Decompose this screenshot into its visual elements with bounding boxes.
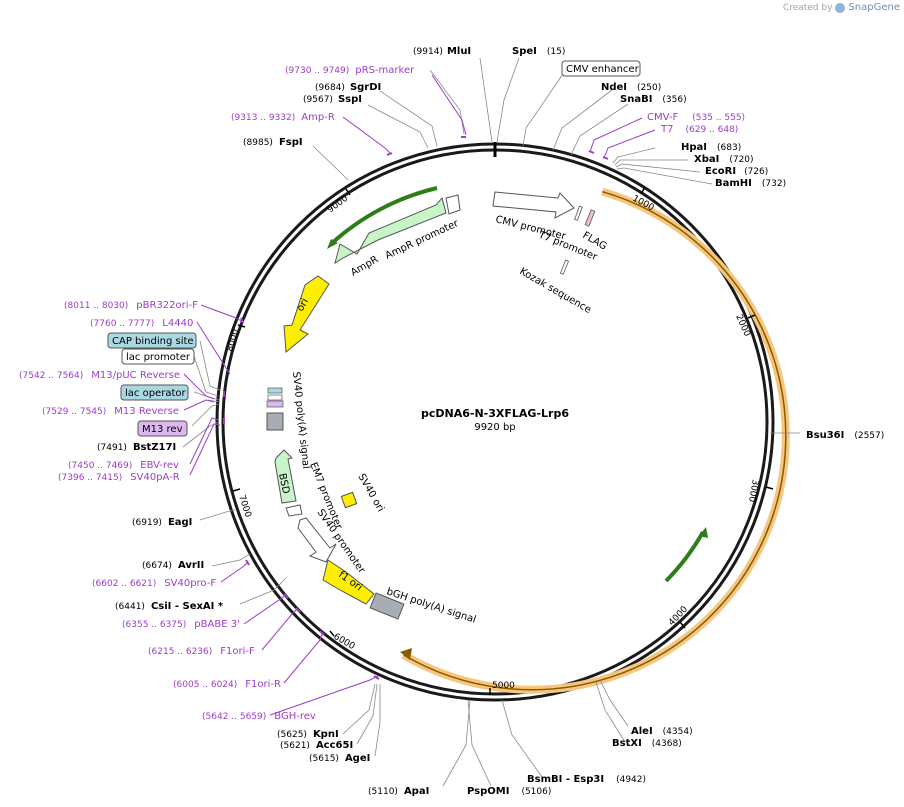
- insert-orf-arrowhead: [699, 527, 708, 538]
- primer-cmv-f: CMV-F(535 .. 555): [647, 112, 745, 123]
- sv40-ori-block: [340, 491, 358, 509]
- enzyme-ndei: NdeI(250): [601, 82, 661, 93]
- primer-ebv-rev: (7450 .. 7469)EBV-rev: [68, 460, 179, 471]
- ampr-orf-arrow: [329, 186, 438, 246]
- enzyme-snabi: SnaBI(356): [620, 94, 687, 105]
- m13-rev-label: M13 rev: [142, 424, 183, 435]
- sv40-promoter-arrow: [297, 517, 337, 563]
- primer-bgh-rev: (5642 .. 5659)BGH-rev: [202, 711, 316, 722]
- enzyme-bamhi: BamHI(732): [715, 178, 786, 189]
- primer-f1ori-f: (6215 .. 6236)F1ori-F: [148, 646, 255, 657]
- primer-prs-marker: (9730 .. 9749)pRS-marker: [285, 65, 415, 76]
- tick-marks: [232, 186, 774, 695]
- cmv-promoter-arrow: [492, 191, 575, 219]
- lac-promoter-mark: [267, 394, 283, 401]
- cmv-enhancer-label: CMV enhancer: [566, 64, 640, 75]
- enzyme-csii-sexai: (6441)CsiI - SexAI *: [115, 601, 224, 612]
- primer-m13-puc-reverse: (7542 .. 7564)M13/pUC Reverse: [19, 370, 180, 381]
- bgh-polya-block: [369, 592, 405, 620]
- feature-ampr: AmpR: [349, 254, 380, 278]
- enzyme-xbai: XbaI(720): [694, 154, 754, 165]
- enzyme-spei: SpeI(15): [512, 46, 565, 57]
- tick-label-5000: 5000: [492, 681, 515, 691]
- tick-label-3000: 3000: [746, 478, 760, 503]
- enzyme-mlui: (9914)MluI: [413, 46, 471, 57]
- m13-rev-mark: [266, 400, 284, 408]
- enzyme-apai: (5110)ApaI: [368, 786, 429, 797]
- em7-promoter-arrow: [285, 504, 303, 517]
- kozak-mark: [559, 259, 569, 275]
- feature-bsd: BSD: [276, 472, 291, 495]
- tick-label-8000: 8000: [225, 328, 241, 353]
- feature-sv40-polya: SV40 poly(A) signal: [290, 371, 311, 469]
- enzyme-agei: (5615)AgeI: [309, 753, 370, 764]
- feature-kozak: Kozak sequence: [518, 266, 593, 316]
- enzyme-fspi: (8985)FspI: [243, 137, 303, 148]
- insert-arrowhead: [400, 648, 412, 660]
- ampr-orf-arrowhead: [327, 239, 338, 249]
- cap-binding-site-box: [107, 332, 197, 349]
- snapgene-brand: SnapGene: [848, 2, 900, 13]
- lac-operator-box: [120, 384, 189, 401]
- cap-binding-site-label: CAP binding site: [112, 336, 194, 347]
- insert-orf-arrow: [664, 531, 705, 583]
- plasmid-size: 9920 bp: [474, 422, 515, 433]
- enzyme-sspi: (9567)SspI: [303, 94, 362, 105]
- enzyme-sgrdi: (9684)SgrDI: [315, 82, 381, 93]
- snapgene-logo-icon: [835, 2, 846, 13]
- flag-mark: [584, 209, 596, 227]
- enzyme-alei: AleI(4354): [631, 726, 693, 737]
- enzyme-bstxi: BstXI(4368): [612, 738, 682, 749]
- ori-arrow: [283, 275, 330, 353]
- f1-ori-arrow: [322, 559, 375, 605]
- enzyme-eagi: (6919)EagI: [132, 517, 192, 528]
- primer-f1ori-r: (6005 .. 6024)F1ori-R: [173, 679, 281, 690]
- enzyme-kpni: (5625)KpnI: [277, 729, 339, 740]
- enzyme-bstz17i: (7491)BstZ17I: [97, 442, 176, 453]
- lac-promoter-box: [121, 348, 195, 365]
- plasmid-name: pcDNA6-N-3XFLAG-Lrp6: [421, 407, 569, 420]
- enzyme-acc65i: (5621)Acc65I: [280, 740, 353, 751]
- sv40-polya-block: [266, 412, 284, 431]
- t7-promoter-mark: [574, 205, 583, 221]
- primer-pbabe-3: (6355 .. 6375)pBABE 3': [122, 619, 240, 630]
- lac-promoter-label: lac promoter: [126, 352, 191, 363]
- ampr-promoter-arrow: [445, 194, 461, 215]
- primer-sv40pro-f: (6602 .. 6621)SV40pro-F: [92, 578, 216, 589]
- primer-amp-r: (9313 .. 9332)Amp-R: [231, 112, 335, 123]
- lac-operator-label: lac operator: [125, 388, 186, 399]
- leader-lines: [182, 57, 800, 787]
- primer-leader-lines: [183, 74, 656, 716]
- lac-operator-mark: [267, 387, 283, 394]
- enzyme-avrii: (6674)AvrII: [142, 560, 204, 571]
- primer-l4440: (7760 .. 7777)L4440: [90, 318, 193, 329]
- m13-rev-box: [137, 420, 188, 437]
- cmv-enhancer-box: [561, 60, 641, 77]
- enzyme-ecori: EcoRI(726): [705, 166, 768, 177]
- tick-label-9000: 9000: [326, 193, 351, 215]
- primer-markers: [223, 136, 609, 680]
- feature-sv40-ori: SV40 ori: [355, 472, 386, 514]
- primer-m13-reverse: (7529 .. 7545)M13 Reverse: [42, 406, 179, 417]
- enzyme-bsmbi-esp3i: BsmBI - Esp3I(4942): [527, 774, 646, 785]
- enzyme-hpai: HpaI(683): [681, 142, 741, 153]
- primer-pbr322ori-f: (8011 .. 8030)pBR322ori-F: [64, 300, 198, 311]
- insert-arc-line: [403, 190, 787, 691]
- primer-t7: T7(629 .. 648): [660, 124, 738, 135]
- enzyme-bsu36i: Bsu36I(2557): [806, 430, 884, 441]
- primer-sv40pa-r: (7396 .. 7415)SV40pA-R: [58, 472, 180, 483]
- enzyme-pspomi: PspOMI(5106): [467, 786, 551, 797]
- created-by-text: Created by: [782, 2, 833, 13]
- snapgene-credit: Created by SnapGene: [783, 2, 900, 13]
- ampr-arrow: [334, 196, 447, 265]
- bsd-arrow: [274, 449, 297, 504]
